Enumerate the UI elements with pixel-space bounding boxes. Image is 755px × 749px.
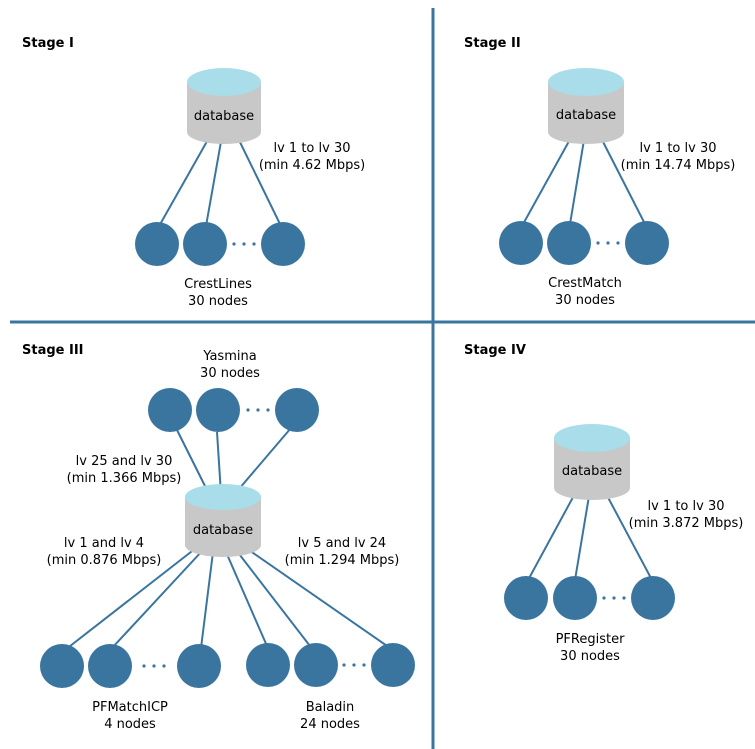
stage-3-edges bbox=[64, 427, 391, 651]
stage-3-right-link-bandwidth: (min 1.294 Mbps) bbox=[285, 553, 400, 568]
stage-3-top-node-group bbox=[148, 388, 319, 432]
node bbox=[88, 644, 132, 688]
node bbox=[183, 222, 227, 266]
node bbox=[261, 222, 305, 266]
stage-3-right-group-name: Baladin bbox=[306, 700, 355, 715]
node bbox=[547, 221, 591, 265]
stage-2-link-label: lv 1 to lv 30 bbox=[639, 141, 716, 156]
stage-1-link-bandwidth: (min 4.62 Mbps) bbox=[259, 158, 365, 173]
stage-3-left-link-bandwidth: (min 0.876 Mbps) bbox=[47, 553, 162, 568]
stage-4-node-group bbox=[504, 576, 675, 620]
stage-4-panel: Stage IV database lv 1 to lv 30 (min 3.8… bbox=[464, 343, 743, 664]
ellipsis-dots bbox=[342, 663, 366, 667]
stage-1-group-name: CrestLines bbox=[184, 277, 252, 292]
node bbox=[504, 576, 548, 620]
node bbox=[275, 388, 319, 432]
stage-2-node-group bbox=[499, 221, 669, 265]
stage-2-database: database bbox=[548, 68, 624, 144]
ellipsis-dots bbox=[246, 408, 270, 412]
stage-4-title: Stage IV bbox=[464, 343, 526, 358]
stage-4-group-name: PFRegister bbox=[556, 632, 625, 647]
stage-3-right-node-group bbox=[246, 643, 415, 687]
node bbox=[135, 222, 179, 266]
stage-3-right-link-label: lv 5 and lv 24 bbox=[298, 536, 386, 551]
stage-3-title: Stage III bbox=[22, 343, 84, 358]
stage-1-group-count: 30 nodes bbox=[188, 294, 248, 309]
stage-1-panel: Stage I database lv 1 to lv 30 (min 4.62… bbox=[22, 36, 365, 309]
stage-1-link-label: lv 1 to lv 30 bbox=[273, 141, 350, 156]
node bbox=[148, 388, 192, 432]
stage-1-node-group bbox=[135, 222, 305, 266]
stage-3-top-group-count: 30 nodes bbox=[200, 366, 260, 381]
stage-2-group-name: CrestMatch bbox=[548, 276, 622, 291]
stage-4-database: database bbox=[554, 424, 630, 500]
stage-3-left-group-count: 4 nodes bbox=[104, 717, 156, 732]
stage-4-link-bandwidth: (min 3.872 Mbps) bbox=[629, 516, 744, 531]
stage-1-database-label: database bbox=[194, 109, 254, 124]
node bbox=[625, 221, 669, 265]
stage-3-left-node-group bbox=[40, 644, 221, 688]
stage-3-panel: Stage III Yasmina 30 nodes lv 2 bbox=[22, 343, 415, 732]
ellipsis-dots bbox=[602, 596, 626, 600]
stage-3-left-group-name: PFMatchICP bbox=[92, 700, 168, 715]
stage-3-top-group-name: Yasmina bbox=[202, 349, 256, 364]
stage-1-title: Stage I bbox=[22, 36, 74, 51]
stage-2-panel: Stage II database lv 1 to lv 30 (min 14.… bbox=[464, 36, 735, 308]
ellipsis-dots bbox=[232, 242, 256, 246]
stage-4-database-label: database bbox=[562, 464, 622, 479]
stage-3-top-link-bandwidth: (min 1.366 Mbps) bbox=[67, 471, 182, 486]
stage-2-group-count: 30 nodes bbox=[555, 293, 615, 308]
node bbox=[177, 644, 221, 688]
stage-4-edges bbox=[526, 487, 653, 583]
node bbox=[631, 576, 675, 620]
node bbox=[196, 388, 240, 432]
stage-3-top-link-label: lv 25 and lv 30 bbox=[76, 454, 173, 469]
stage-4-link-label: lv 1 to lv 30 bbox=[647, 499, 724, 514]
node bbox=[40, 644, 84, 688]
stage-2-link-bandwidth: (min 14.74 Mbps) bbox=[621, 158, 736, 173]
stage-3-database: database bbox=[185, 484, 261, 557]
stage-2-title: Stage II bbox=[464, 36, 521, 51]
stage-3-right-group-count: 24 nodes bbox=[300, 717, 360, 732]
stage-1-edges bbox=[157, 133, 281, 229]
stage-3-database-label: database bbox=[193, 523, 253, 538]
stage-1-database: database bbox=[187, 68, 261, 144]
stage-3-left-link-label: lv 1 and lv 4 bbox=[64, 536, 144, 551]
node bbox=[499, 221, 543, 265]
node bbox=[553, 576, 597, 620]
node bbox=[294, 643, 338, 687]
ellipsis-dots bbox=[142, 664, 166, 668]
node bbox=[246, 643, 290, 687]
ellipsis-dots bbox=[596, 241, 620, 245]
node bbox=[371, 643, 415, 687]
stage-2-database-label: database bbox=[556, 108, 616, 123]
stage-4-group-count: 30 nodes bbox=[560, 649, 620, 664]
stage-2-edges bbox=[521, 131, 646, 227]
